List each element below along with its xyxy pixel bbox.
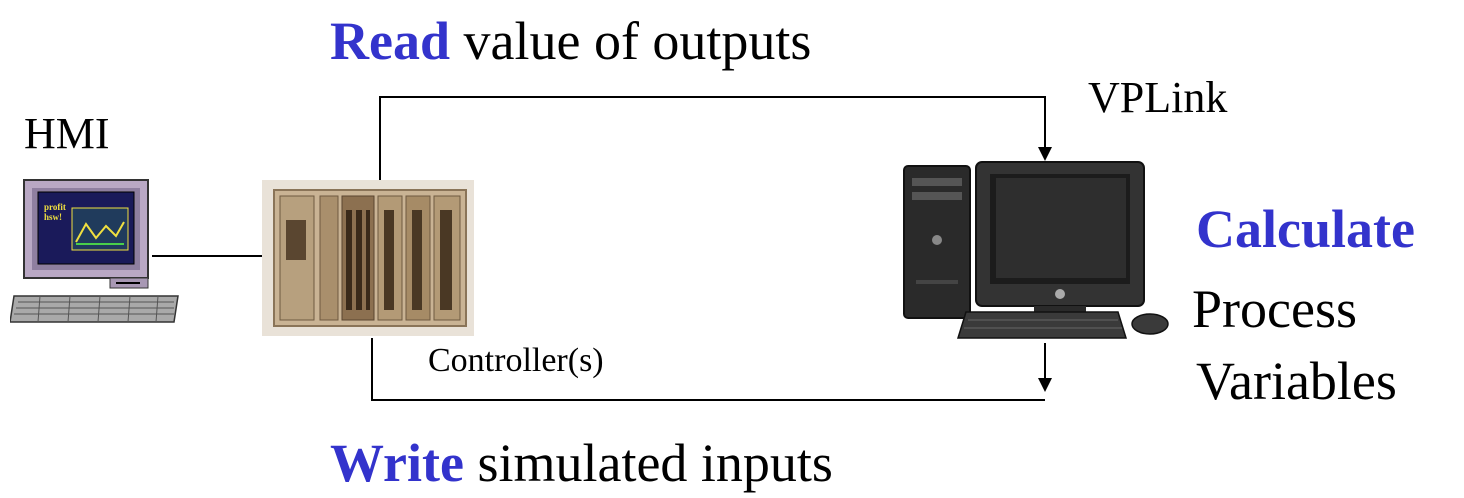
write-rest: simulated inputs [463,433,833,493]
calculate-line-process: Process [1192,279,1357,339]
desktop-pc-icon [903,161,1169,339]
calculate-line-variables: Variables [1196,351,1397,411]
hmi-label: HMI [24,109,110,158]
hmi-screen-text-1: profit [44,202,66,212]
read-label: Read value of outputs [330,14,811,68]
controller-label: Controller(s) [428,342,604,379]
read-rest: value of outputs [450,11,812,71]
plc-rack-icon [262,180,474,336]
read-keyword: Read [330,11,450,71]
vplink-label: VPLink [1088,73,1228,122]
terminal-computer-icon: profit hsw! [10,179,179,323]
calculate-keyword: Calculate [1196,199,1415,259]
write-label: Write simulated inputs [330,436,833,490]
write-line [371,338,1045,401]
write-keyword: Write [330,433,464,493]
read-arrow [379,96,1052,180]
hmi-screen-text-2: hsw! [44,212,62,222]
